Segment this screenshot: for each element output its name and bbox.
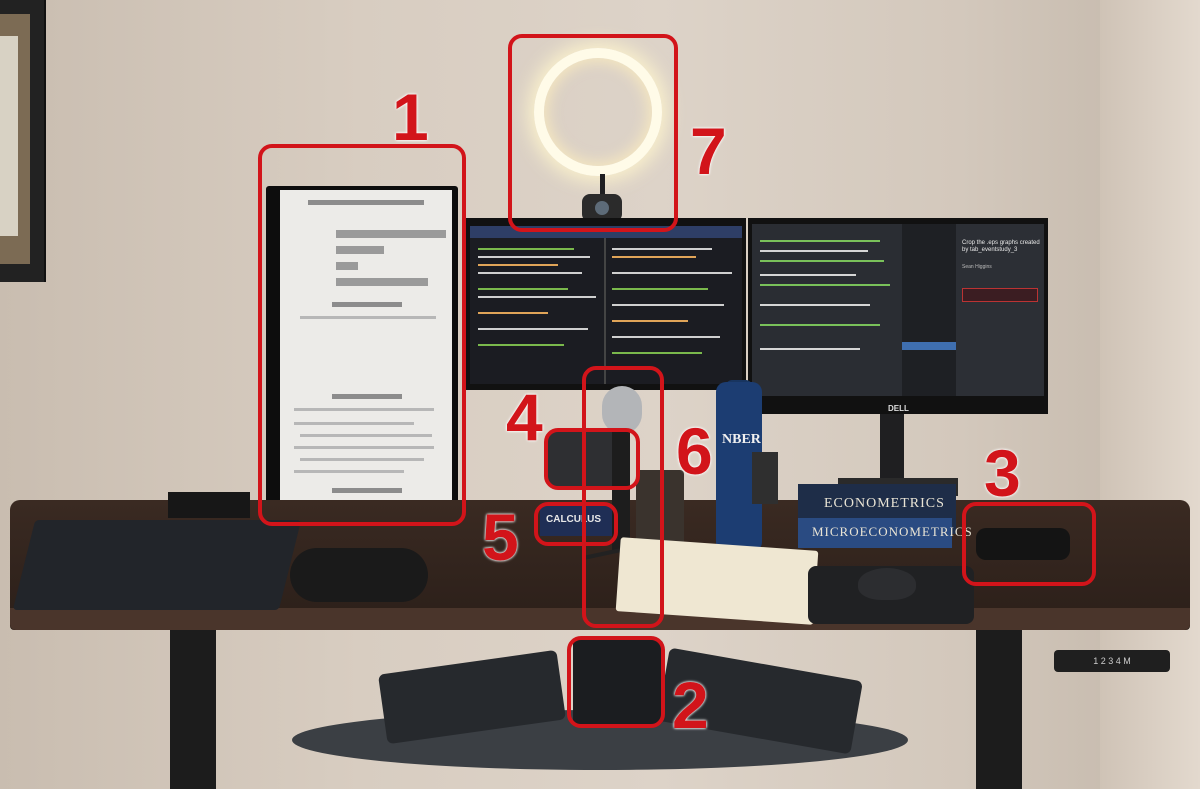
right-monitor: Crop the .eps graphs created by tab_even… <box>748 218 1048 414</box>
macro-keypad <box>573 640 663 724</box>
chart-bar <box>336 262 358 270</box>
monitor-brand-logo: DELL <box>888 404 909 413</box>
section-title <box>332 394 402 399</box>
text-line <box>300 316 436 319</box>
chart-bar <box>336 246 384 254</box>
framed-picture <box>0 0 46 282</box>
code-editor-screen <box>470 226 742 384</box>
callout-number-1: 1 <box>392 80 429 154</box>
text-line <box>300 458 424 461</box>
closed-laptop <box>12 520 302 610</box>
code-line <box>612 256 696 258</box>
code-line <box>760 240 880 242</box>
desk-height-controller: 1 2 3 4 M <box>1054 650 1170 672</box>
code-line <box>612 248 712 250</box>
monitor-stand <box>880 414 904 484</box>
headphones <box>290 548 428 602</box>
text-line <box>294 408 434 411</box>
section-title <box>308 200 424 205</box>
code-line <box>612 272 732 274</box>
chart-bar <box>336 230 446 238</box>
code-line <box>760 304 870 306</box>
code-line <box>612 336 720 338</box>
pen-cup <box>752 452 778 504</box>
docking-hub <box>168 492 250 518</box>
callout-box-4 <box>544 428 640 490</box>
desk-leg <box>976 630 1022 789</box>
code-line <box>478 256 590 258</box>
workspace-screen: Crop the .eps graphs created by tab_even… <box>752 224 1044 396</box>
callout-box-3 <box>962 502 1096 586</box>
callout-box-2 <box>567 636 665 728</box>
center-monitor <box>466 218 746 390</box>
file-list-pane <box>902 224 956 396</box>
code-line <box>612 320 688 322</box>
callout-box-7 <box>508 34 678 232</box>
vertical-mouse <box>858 568 916 600</box>
chart-bar <box>336 278 428 286</box>
callout-number-5: 5 <box>482 500 519 574</box>
microphone-head <box>602 386 642 434</box>
code-line <box>760 250 868 252</box>
microeconometrics-book: MICROECONOMETRICS <box>798 518 972 548</box>
vertical-monitor <box>266 186 458 506</box>
calculus-book-title: CALCULUS <box>546 514 601 525</box>
code-line <box>760 324 880 326</box>
task-panel <box>956 224 1044 396</box>
desk-leg <box>170 630 216 789</box>
code-line <box>478 288 568 290</box>
callout-number-6: 6 <box>676 414 713 488</box>
terminal-pane <box>752 224 902 396</box>
code-line <box>478 312 548 314</box>
file-list-selection <box>902 342 956 350</box>
code-line <box>760 260 884 262</box>
callout-box-1 <box>258 144 466 526</box>
ring-light-mount <box>600 174 605 198</box>
code-line <box>760 348 860 350</box>
callout-number-3: 3 <box>984 436 1021 510</box>
code-line <box>478 264 558 266</box>
code-line <box>612 304 724 306</box>
task-panel-author: Sean Higgins <box>962 264 992 270</box>
webcam-lens <box>595 201 609 215</box>
microeconometrics-book-title: MICROECONOMETRICS <box>812 524 973 539</box>
ring-light <box>534 48 662 176</box>
callout-number-4: 4 <box>506 380 543 454</box>
code-line <box>760 284 890 286</box>
code-line <box>478 272 582 274</box>
callout-box-6 <box>582 366 664 628</box>
callout-number-7: 7 <box>690 114 727 188</box>
code-line <box>478 248 574 250</box>
editor-split <box>604 238 606 384</box>
task-panel-alert <box>962 288 1038 302</box>
text-line <box>300 434 432 437</box>
text-line <box>294 446 434 449</box>
bottle-logo: NBER <box>722 432 761 447</box>
code-line <box>478 328 588 330</box>
callout-number-2: 2 <box>672 668 709 742</box>
document-screen <box>280 190 452 500</box>
task-panel-title: Crop the .eps graphs created by tab_even… <box>962 240 1040 253</box>
code-line <box>612 288 708 290</box>
callout-box-5 <box>534 502 618 546</box>
code-line <box>612 352 702 354</box>
code-line <box>478 296 596 298</box>
calculus-book <box>540 506 612 536</box>
code-line <box>760 274 856 276</box>
text-line <box>294 470 404 473</box>
code-line <box>478 344 564 346</box>
section-title <box>332 302 402 307</box>
econometrics-book-title: ECONOMETRICS <box>824 496 945 511</box>
text-line <box>294 422 414 425</box>
glasses <box>976 528 1070 560</box>
section-title <box>332 488 402 493</box>
